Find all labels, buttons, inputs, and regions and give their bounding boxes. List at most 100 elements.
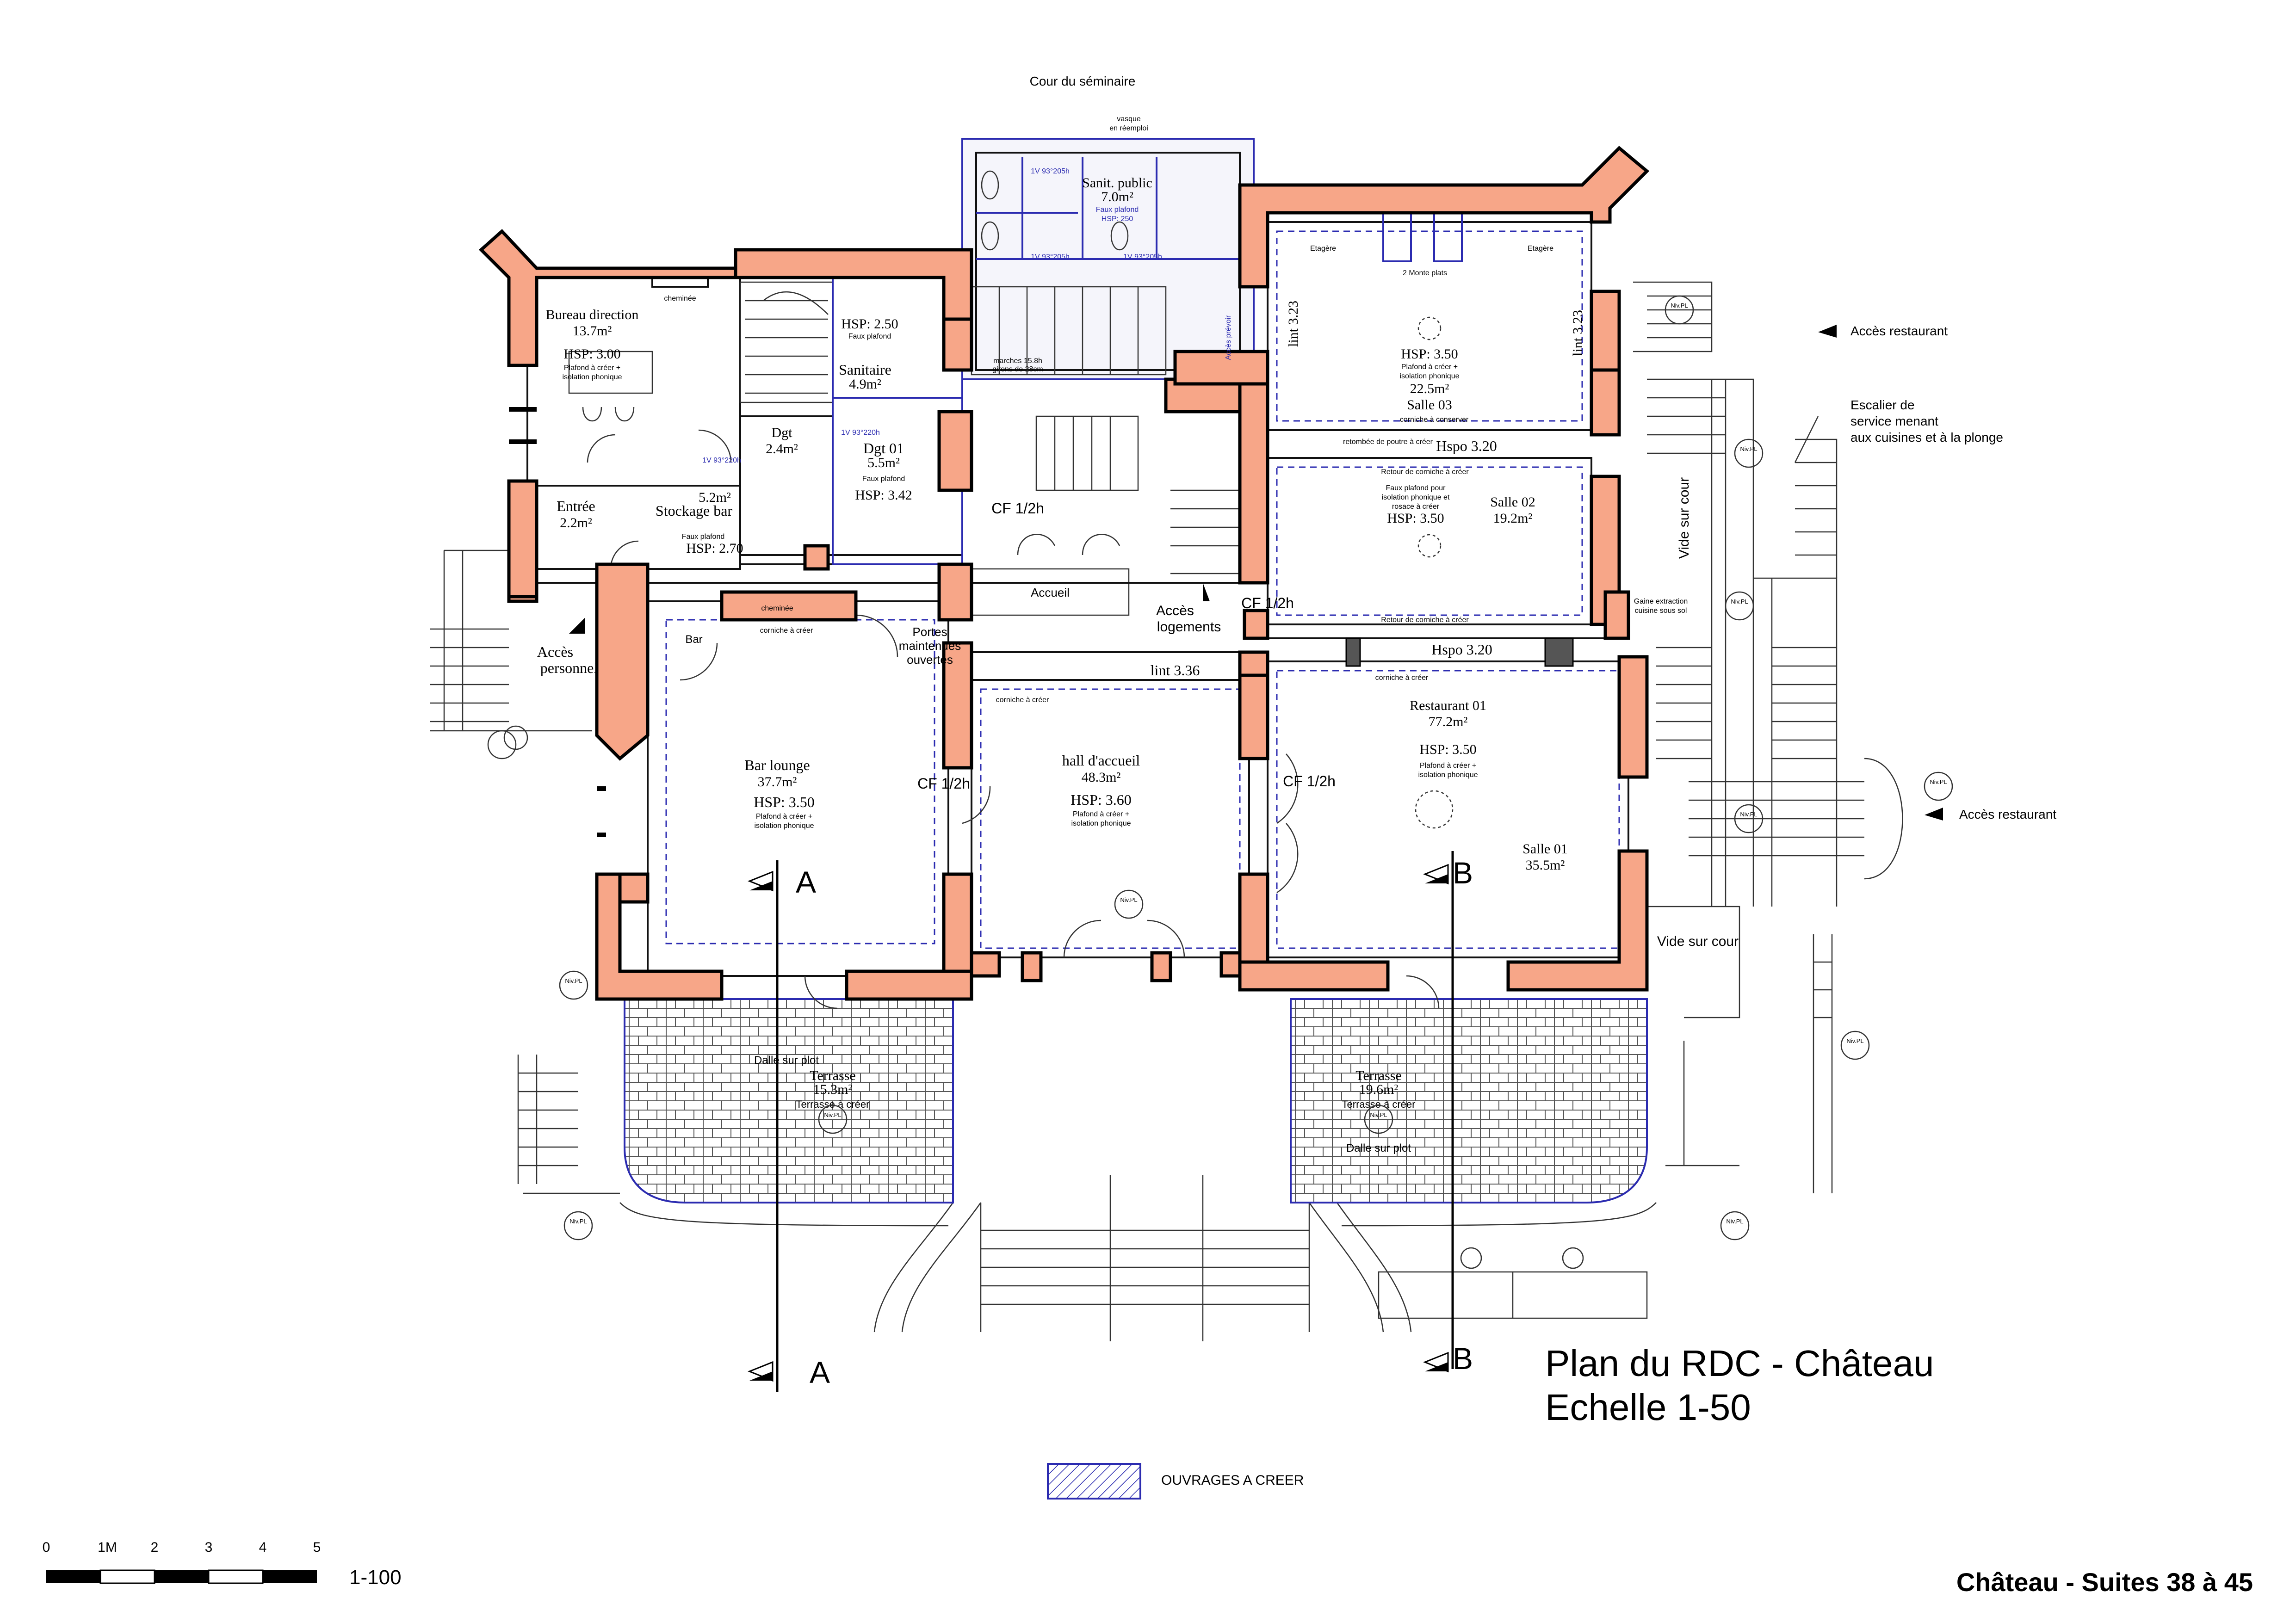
label-terrasse2-note: Terrasse à créer [1342, 1098, 1416, 1110]
label-bureau-note2: isolation phonique [563, 373, 622, 381]
level-markers: Niv.PL Niv.PL Niv.PL Niv.PL Niv.PL Niv.P… [559, 295, 1953, 1240]
label-terrasse2-dalle: Dalle sur plot [1346, 1142, 1411, 1154]
project-footer: Château - Suites 38 à 45 [1956, 1567, 2253, 1597]
room-labels: Cour du séminaire Bureau direction 13.7m… [546, 74, 1568, 1154]
section-lines: A A B B [747, 851, 1473, 1392]
label-salle01-area: 35.5m² [1526, 858, 1565, 873]
scale-bar: 0 1M 2 3 4 5 1-100 [43, 1540, 402, 1589]
label-acces-personnel-1: Accès [537, 643, 573, 660]
label-corniche-bar: corniche à créer [760, 627, 813, 635]
label-sanitaire-hsp: HSP: 2.50 [841, 316, 898, 332]
label-portes-3: ouvertes [907, 653, 953, 666]
label-salle03-corniche: corniche à conserver [1400, 416, 1469, 424]
label-acces-restaurant-1: Accès restaurant [1850, 324, 1948, 338]
label-sanitaire-area: 4.9m² [849, 376, 881, 392]
label-corniche-hall: corniche à créer [996, 696, 1049, 704]
title-block: Plan du RDC - Château Echelle 1-50 [1545, 1343, 1934, 1428]
label-restaurant-area: 77.2m² [1429, 714, 1468, 729]
label-vide-sur-cour-2: Vide sur cour [1657, 934, 1739, 949]
label-retour-corniche-1: Retour de corniche à créer [1381, 468, 1469, 476]
label-escalier-3: aux cuisines et à la plonge [1850, 430, 2003, 444]
label-salle03-note2: isolation phonique [1400, 372, 1460, 380]
label-cf-2: CF 1/2h [917, 775, 970, 792]
label-dgt01-area: 5.5m² [867, 455, 900, 470]
label-lint-323-right: lint 3.23 [1570, 310, 1585, 356]
label-door-220-a: 1V 93°220h [702, 457, 741, 464]
label-terrasse2-name: Terrasse [1355, 1068, 1402, 1083]
label-door-220-b: 1V 93°220h [841, 429, 880, 437]
label-cour-seminaire: Cour du séminaire [1030, 74, 1136, 88]
label-vide-sur-cour-1: Vide sur cour [1677, 477, 1692, 559]
nivpl-5: Niv.PL [1726, 1218, 1743, 1225]
label-acces-logements-2: logements [1157, 619, 1221, 635]
label-door-1v-a: 1V 93°205h [1031, 167, 1070, 175]
nivpl-10: Niv.PL [1671, 302, 1688, 309]
label-portes-2: maintenues [899, 639, 961, 653]
legend: OUVRAGES A CREER [1047, 1463, 1304, 1500]
label-portes-1: Portes [912, 625, 947, 639]
label-restaurant-hsp: HSP: 3.50 [1419, 742, 1476, 757]
label-etagere-1: Etagère [1310, 245, 1336, 253]
label-cheminee-2: cheminée [761, 605, 793, 612]
label-acces-restaurant-2: Accès restaurant [1959, 807, 2056, 821]
label-cheminee-1: cheminée [664, 295, 696, 302]
label-bureau-hsp: HSP: 3.00 [563, 346, 620, 362]
legend-label: OUVRAGES A CREER [1161, 1473, 1304, 1488]
label-sanitpublic-name: Sanit. public [1082, 175, 1152, 191]
label-entree-area: 2.2m² [560, 515, 592, 531]
label-door-1v-c: 1V 93°205h [1123, 253, 1162, 261]
label-terrasse1-name: Terrasse [810, 1068, 856, 1083]
label-dgt-area: 2.4m² [766, 441, 798, 457]
label-cf-1: CF 1/2h [991, 500, 1044, 517]
label-stockage-note: Faux plafond [682, 533, 725, 541]
section-a-bottom-label: A [810, 1355, 830, 1389]
label-acces-personnel-2: personnel [540, 660, 598, 676]
label-dgt01-name: Dgt 01 [863, 440, 904, 457]
label-terrasse2-area: 19.6m² [1359, 1082, 1399, 1097]
section-b-top-label: B [1453, 856, 1473, 890]
arrow-acces-restaurant-2-icon [1925, 808, 1943, 821]
nivpl-2: Niv.PL [1731, 598, 1748, 605]
label-escalier-1: Escalier de [1850, 398, 1915, 412]
arrow-acces-restaurant-1-icon [1818, 325, 1837, 338]
label-gaine-2: cuisine sous sol [1635, 607, 1687, 615]
label-bar-area: 37.7m² [758, 774, 797, 790]
nivpl-9: Niv.PL [1370, 1111, 1387, 1118]
scale-tick-2: 2 [151, 1540, 159, 1555]
label-corniche-resto: corniche à créer [1375, 674, 1429, 682]
label-salle02-name: Salle 02 [1490, 494, 1535, 510]
nivpl-4: Niv.PL [1846, 1037, 1863, 1044]
label-dgt01-note: Faux plafond [862, 475, 905, 483]
label-salle02-note2: isolation phonique et [1382, 494, 1450, 501]
scale-tick-4: 4 [259, 1540, 267, 1555]
legend-swatch [1047, 1463, 1141, 1500]
label-terrasse1-dalle: Dalle sur plot [754, 1054, 819, 1067]
nivpl-8: Niv.PL [824, 1111, 841, 1118]
label-stockage-name: Stockage bar [656, 502, 733, 519]
annotation-labels: cheminée cheminée Accueil Accès logement… [537, 115, 2056, 949]
label-salle02-note1: Faux plafond pour [1386, 484, 1446, 492]
label-terrasse1-note: Terrasse à créer [796, 1098, 870, 1110]
label-salle03-note1: Plafond à créer + [1401, 363, 1458, 371]
nivpl-6: Niv.PL [569, 1218, 587, 1225]
label-sanitaire-name: Sanitaire [839, 361, 891, 378]
label-terrasse1-area: 15.3m² [813, 1082, 853, 1097]
label-hspo-2: Hspo 3.20 [1431, 641, 1492, 658]
label-restaurant-note2: isolation phonique [1418, 771, 1478, 779]
label-bar-note2: isolation phonique [755, 822, 814, 830]
label-entree-name: Entrée [557, 498, 595, 514]
label-sanitpublic-hsp: HSP: 250 [1102, 215, 1133, 223]
label-retour-corniche-2: Retour de corniche à créer [1381, 616, 1469, 624]
label-bar-small: Bar [685, 633, 702, 646]
context-lines [430, 281, 1903, 1341]
label-monte-plats: 2 Monte plats [1403, 269, 1447, 277]
access-arrows [569, 325, 1943, 821]
label-hall-note2: isolation phonique [1071, 820, 1131, 827]
label-stockage-area: 5.2m² [699, 490, 731, 505]
label-etagere-2: Etagère [1528, 245, 1553, 253]
label-bureau-area: 13.7m² [573, 323, 612, 339]
label-vasque-2: en réemploi [1109, 124, 1148, 132]
label-accueil: Accueil [1031, 586, 1070, 599]
label-salle02-note3: rosace à créer [1392, 503, 1440, 511]
